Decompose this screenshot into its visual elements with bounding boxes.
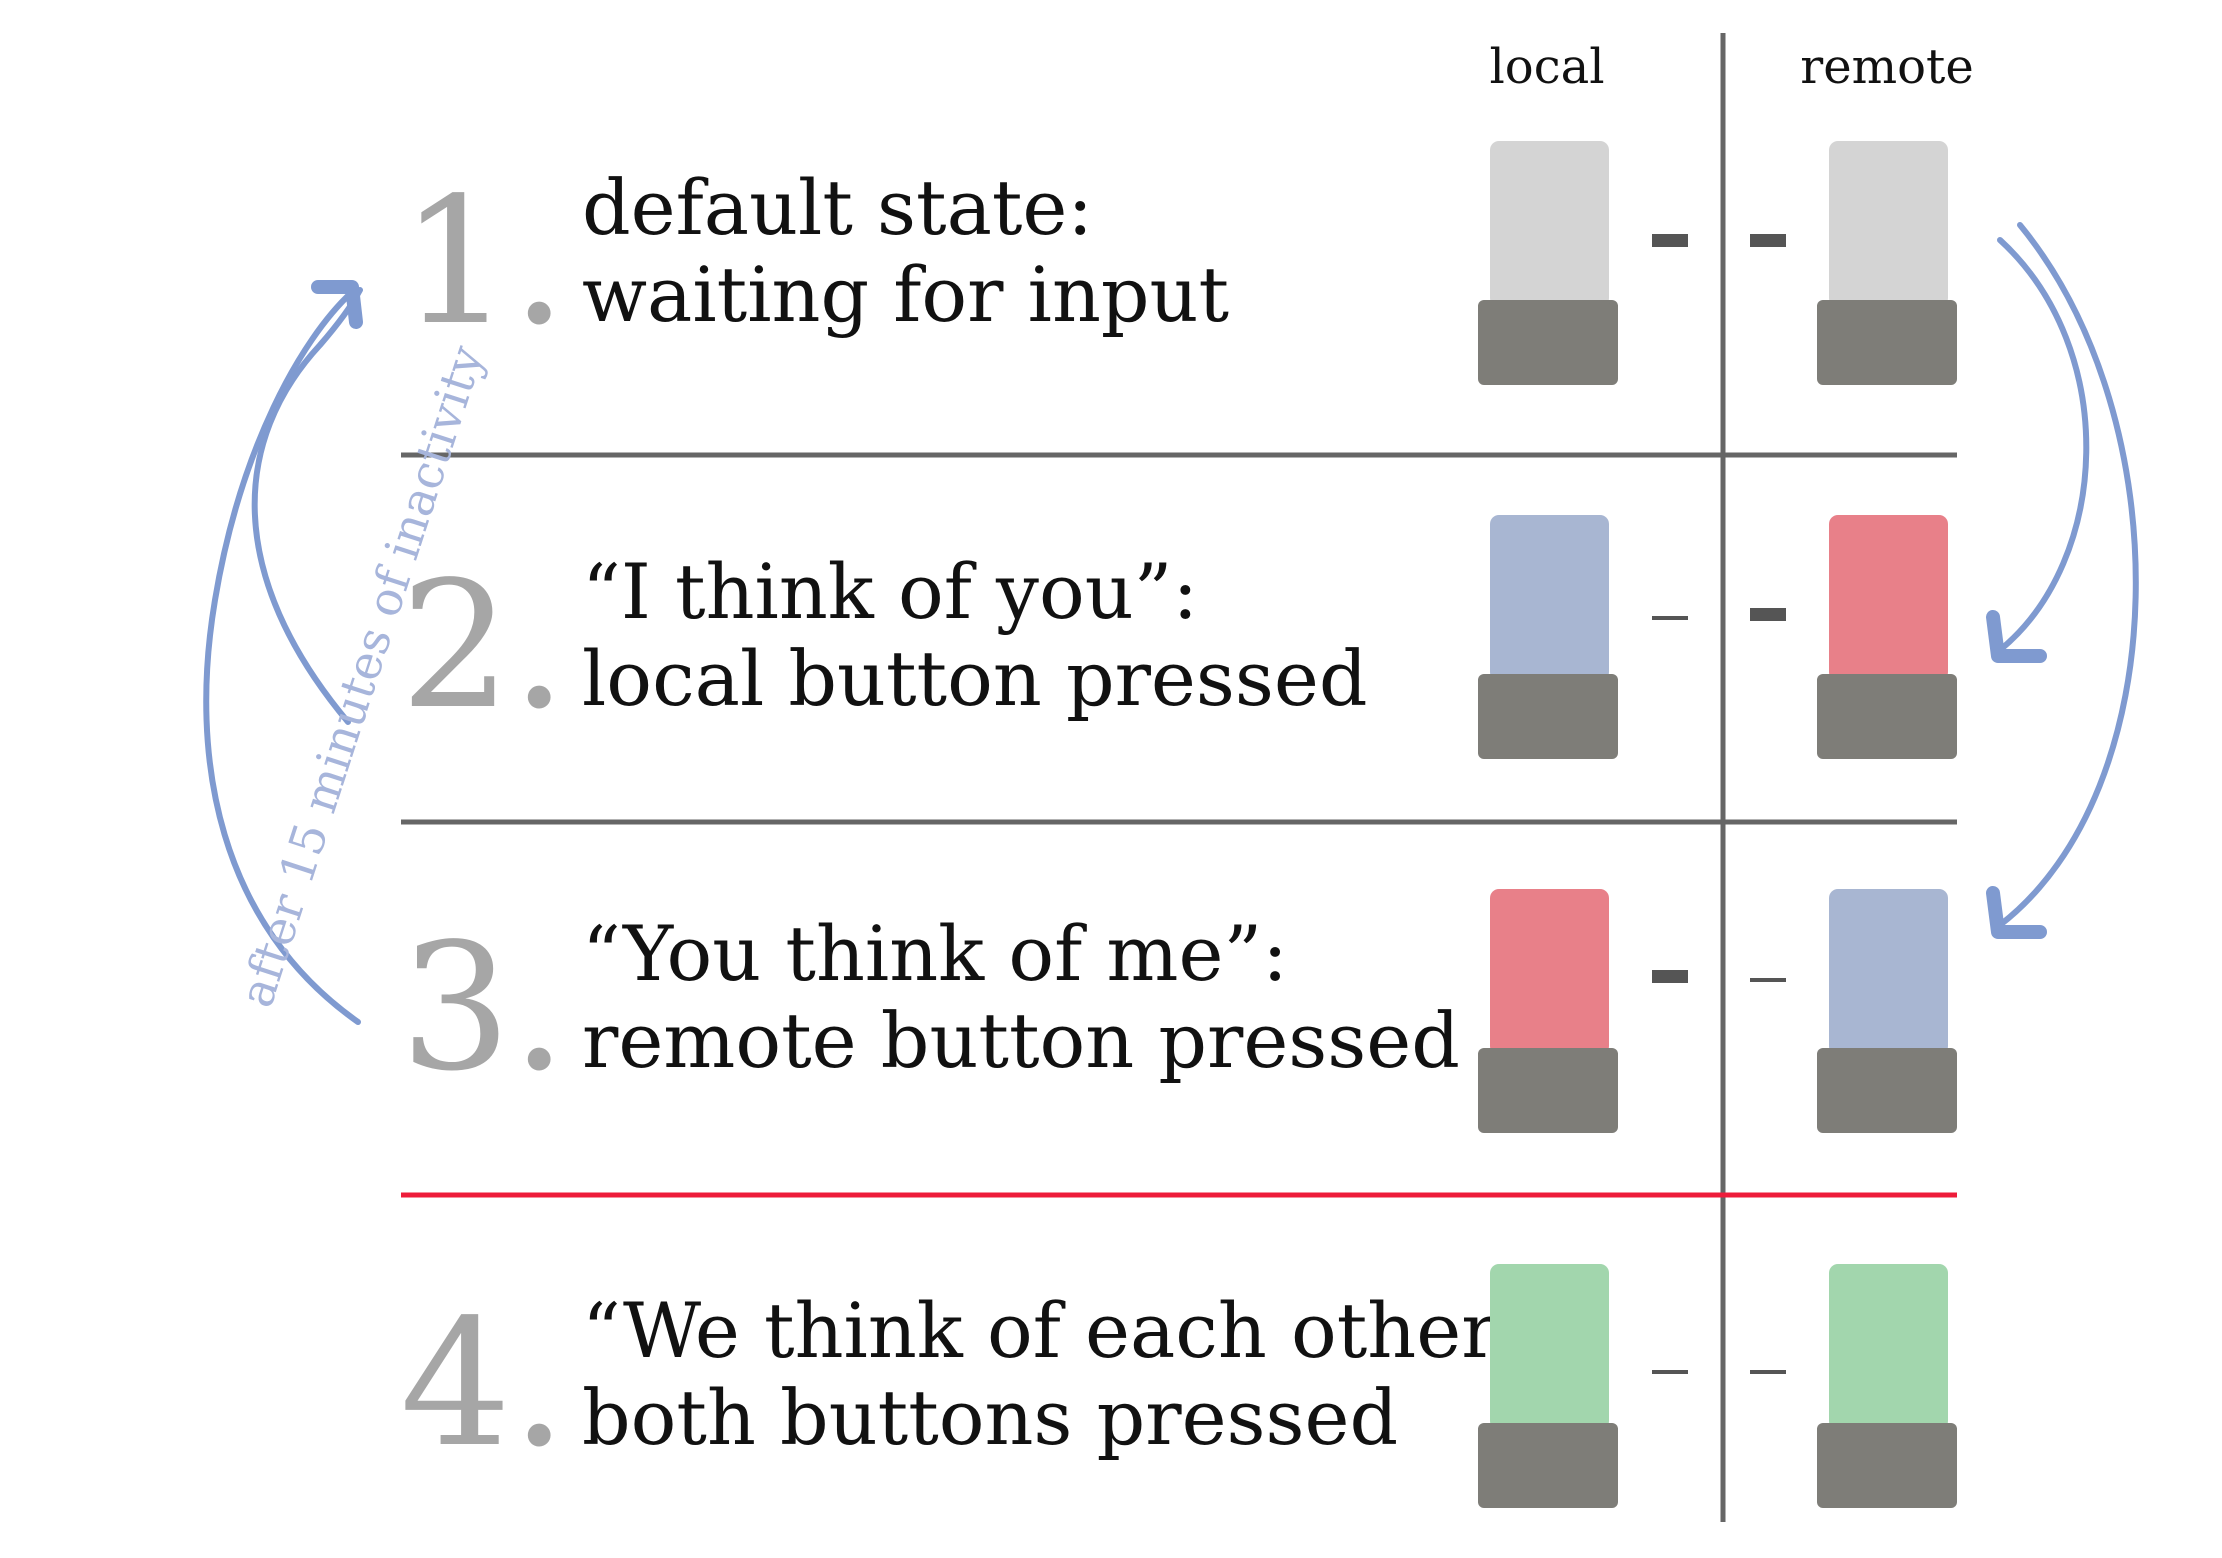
led-indicator-local-3 <box>1652 970 1688 983</box>
local-button-1 <box>1478 141 1618 385</box>
state-row-3: 3. “You think of me”: remote button pres… <box>400 889 1957 1133</box>
return-arrow-from-state-3 <box>203 289 361 1025</box>
button-base <box>1817 1423 1957 1508</box>
state-number-1: 1. <box>400 161 567 364</box>
state-row-2: 2. “I think of you”: local button presse… <box>400 515 1957 759</box>
local-button-3 <box>1478 889 1618 1133</box>
return-arrow-from-state-2 <box>251 287 363 725</box>
column-header-remote: remote <box>1800 39 1973 95</box>
button-base <box>1478 674 1618 759</box>
arrowhead-state-3-icon <box>1986 886 2047 939</box>
state-row-1: 1. default state: waiting for input <box>400 141 1957 385</box>
state-title-3: “You think of me”: <box>582 909 1288 998</box>
state-subtitle-3: remote button pressed <box>582 996 1460 1085</box>
led-indicator-local-4 <box>1652 1370 1688 1374</box>
state-title-1: default state: <box>582 163 1093 252</box>
remote-button-2 <box>1817 515 1957 759</box>
button-base <box>1817 674 1957 759</box>
state-title-4: “We think of each other” <box>582 1286 1536 1375</box>
button-base <box>1478 1048 1618 1133</box>
state-subtitle-2: local button pressed <box>582 634 1368 723</box>
led-indicator-remote-2 <box>1750 608 1786 621</box>
button-cap <box>1829 1264 1948 1430</box>
return-arrowhead-icon <box>311 280 363 329</box>
arrow-to-state-3 <box>1997 222 2139 928</box>
state-subtitle-1: waiting for input <box>582 250 1229 339</box>
arrow-to-state-2 <box>1997 237 2090 653</box>
button-cap <box>1490 1264 1609 1430</box>
remote-button-4 <box>1817 1264 1957 1508</box>
state-row-4: 4. “We think of each other” both buttons… <box>400 1264 1957 1508</box>
button-base-top <box>1478 300 1618 330</box>
button-base <box>1817 1048 1957 1133</box>
button-cap <box>1829 515 1948 681</box>
local-button-4 <box>1478 1264 1618 1508</box>
state-number-3: 3. <box>400 907 567 1110</box>
button-cap <box>1829 889 1948 1055</box>
arrowhead-state-2-icon <box>1986 610 2047 663</box>
timeout-arrows <box>203 280 363 1025</box>
led-indicator-remote-3 <box>1750 978 1786 982</box>
led-indicator-local-1 <box>1652 234 1688 247</box>
led-indicator-local-2 <box>1652 616 1688 620</box>
remote-button-1 <box>1817 141 1957 385</box>
button-cap <box>1829 141 1948 307</box>
remote-arrows <box>1986 222 2139 939</box>
led-indicator-remote-1 <box>1750 234 1786 247</box>
button-base <box>1478 1423 1618 1508</box>
state-subtitle-4: both buttons pressed <box>582 1373 1398 1462</box>
column-header-local: local <box>1489 39 1604 95</box>
local-button-2 <box>1478 515 1618 759</box>
state-number-2: 2. <box>400 545 567 748</box>
state-title-2: “I think of you”: <box>582 547 1198 636</box>
remote-button-3 <box>1817 889 1957 1133</box>
button-cap <box>1490 515 1609 681</box>
button-cap <box>1490 141 1609 307</box>
led-indicator-remote-4 <box>1750 1370 1786 1374</box>
button-cap <box>1490 889 1609 1055</box>
button-base <box>1817 300 1957 385</box>
state-number-4: 4. <box>400 1283 567 1486</box>
